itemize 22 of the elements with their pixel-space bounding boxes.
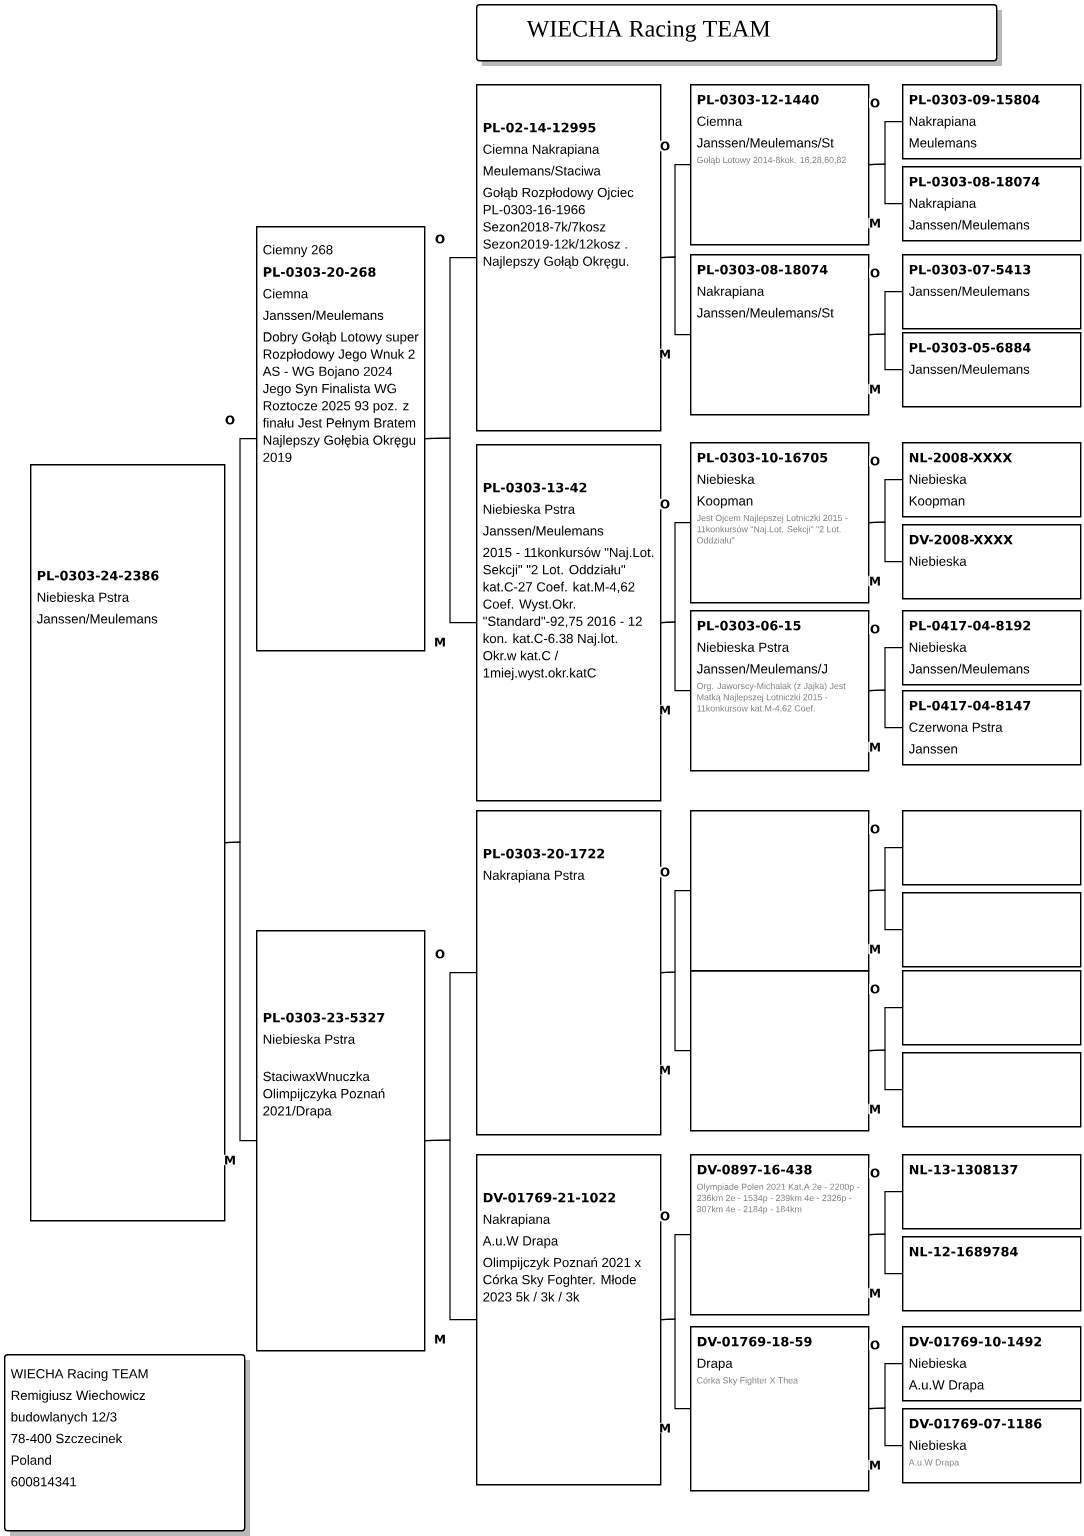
connector-line <box>868 521 903 563</box>
connector-line <box>868 1233 903 1275</box>
connector-line <box>868 889 903 931</box>
connector-line <box>868 333 903 371</box>
empty-card <box>902 810 1082 886</box>
connector-line <box>660 621 691 692</box>
empty-card <box>902 970 1082 1046</box>
connector-line <box>424 437 477 624</box>
connector-line <box>868 1049 903 1091</box>
connector-line <box>660 256 691 336</box>
connector-line <box>424 1139 477 1321</box>
connector-line <box>224 841 257 1142</box>
empty-card <box>690 970 870 1132</box>
connector-line <box>868 689 903 729</box>
connector-line <box>868 163 903 205</box>
title-box: WIECHA Racing TEAM <box>476 4 1002 66</box>
connector-line <box>868 1407 903 1447</box>
connector-line <box>660 971 691 1052</box>
empty-card <box>902 892 1082 968</box>
connector-line <box>660 1318 691 1410</box>
empty-card <box>902 1052 1082 1128</box>
empty-card <box>690 810 870 972</box>
